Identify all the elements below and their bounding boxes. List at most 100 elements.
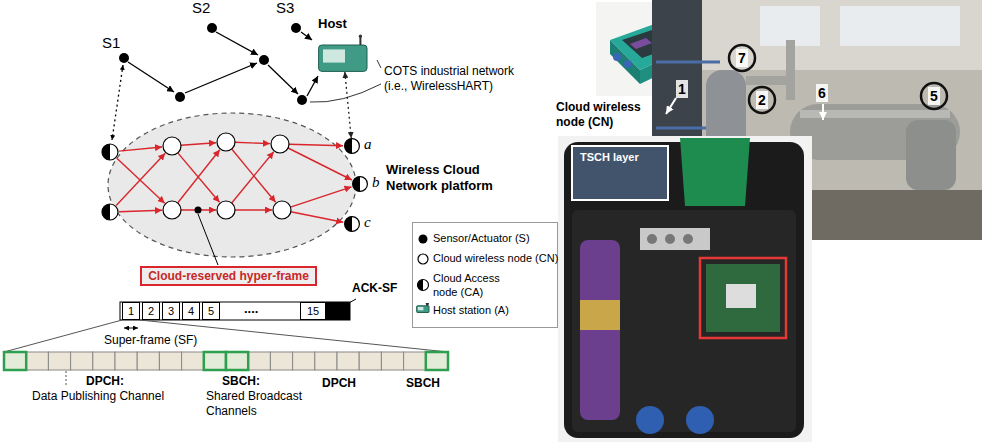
cell-number: 15 [307, 305, 319, 318]
cloud-network [102, 144, 118, 160]
factory-photo [652, 0, 982, 240]
industrial-network [216, 32, 258, 55]
host-antenna [359, 35, 362, 38]
industrial-network [185, 63, 257, 93]
open-node-photo [580, 240, 620, 420]
text-label: .... [244, 301, 258, 317]
cell-number: 5 [208, 305, 214, 318]
cloud-network [235, 142, 270, 143]
text-label: TSCH layer [580, 150, 639, 164]
label-box: Super-frame (SF) [104, 333, 197, 348]
cloud-network [235, 209, 272, 210]
callout-number: 5 [928, 87, 940, 105]
hyper-frame-box: Cloud-reserved hyper-frame [140, 266, 317, 286]
label-box: Wireless Cloud Network platform [386, 162, 504, 194]
legend-text: Sensor/Actuator (S) [433, 231, 530, 245]
text-label: Super-frame (SF) [104, 333, 197, 348]
host-device [417, 306, 429, 313]
text-label: Data Publishing Channel [32, 389, 164, 404]
cloud-network [102, 204, 118, 220]
label-box: Data Publishing Channel [32, 389, 164, 404]
label-box: DPCH: [86, 374, 124, 389]
cloud-node-symbol [418, 254, 428, 264]
cloud-network [178, 150, 220, 203]
legend-text: Cloud wireless node (CN) [433, 251, 558, 265]
text-label: SBCH: [222, 374, 260, 389]
cloud-network [198, 214, 218, 265]
access-node-symbol [345, 139, 360, 154]
cloud-network [102, 204, 110, 220]
cloud-network [195, 207, 202, 214]
legend-row: Cloud wireless node (CN) [413, 251, 557, 265]
node-label: S1 [102, 35, 120, 51]
node-label: b [372, 174, 380, 191]
super-frame-slots [270, 352, 292, 370]
industrial-network [301, 32, 312, 40]
factory-photo [746, 76, 790, 85]
open-node-photo [700, 258, 786, 338]
hyper-frame [326, 302, 350, 320]
access-node: c [344, 216, 360, 232]
label-box: SBCH [406, 376, 440, 391]
label-box: DPCH [322, 376, 356, 391]
factory-photo [656, 61, 720, 64]
super-frame-slots [159, 352, 181, 370]
open-node-photo [683, 234, 693, 244]
cloud-network [116, 153, 165, 205]
host-device [323, 49, 345, 62]
open-node-photo [572, 146, 668, 200]
super-frame-slots [71, 352, 93, 370]
legend-sample [415, 277, 431, 293]
super-frame-slots [4, 352, 26, 370]
open-node-photo [640, 228, 710, 250]
label-box: ACK-SF [352, 281, 397, 296]
factory-photo [840, 6, 960, 46]
host-antenna [359, 35, 361, 45]
super-frame-slots [226, 352, 248, 370]
super-frame-slots [93, 352, 115, 370]
dotted-link [345, 72, 351, 138]
label-box: 7 [729, 49, 755, 67]
hyper-frame [347, 299, 356, 304]
text-label: Shared Broadcast Channels [206, 389, 306, 419]
factory-photo [729, 45, 755, 71]
cell-number: 1 [128, 305, 134, 318]
label-box: 5 [921, 87, 947, 105]
cloud-network [232, 152, 274, 203]
industrial-network [297, 95, 307, 105]
host-icon [312, 34, 374, 72]
super-frame-slots [48, 352, 70, 370]
industrial-network [175, 92, 185, 102]
sensor-node: S2 [207, 23, 217, 33]
host-device [418, 307, 424, 310]
factory-photo [921, 83, 947, 109]
access-node-symbol [345, 217, 352, 232]
legend-sample [415, 303, 431, 319]
open-node-photo [726, 284, 756, 308]
factory-photo [906, 120, 956, 190]
frame-cell: 5 [202, 302, 220, 320]
text-label: Wireless Cloud Network platform [386, 162, 504, 194]
industrial-network [310, 84, 381, 102]
cloud-network [108, 113, 356, 257]
hyper-frame [4, 299, 448, 352]
super-frame-slots [4, 352, 448, 370]
super-frame-slots [226, 352, 248, 370]
node-label: Host [318, 16, 347, 31]
label-box: 1 [676, 80, 688, 98]
cloud-network [217, 201, 235, 219]
text-label: COTS industrial network (i.e., WirelessH… [384, 64, 534, 94]
super-frame-slots [26, 352, 48, 370]
cloud-network [291, 212, 343, 222]
callout-number: 2 [756, 91, 768, 109]
cloud-network [273, 201, 291, 219]
industrial-network [307, 76, 318, 96]
label-box: SBCH: [222, 374, 260, 389]
access-node-symbol [353, 177, 368, 192]
cloud-network [163, 137, 181, 155]
label-box: TSCH layer [580, 150, 639, 164]
access-node-symbol [345, 139, 352, 154]
industrial-network [259, 55, 269, 65]
super-frame-slots [204, 352, 226, 370]
